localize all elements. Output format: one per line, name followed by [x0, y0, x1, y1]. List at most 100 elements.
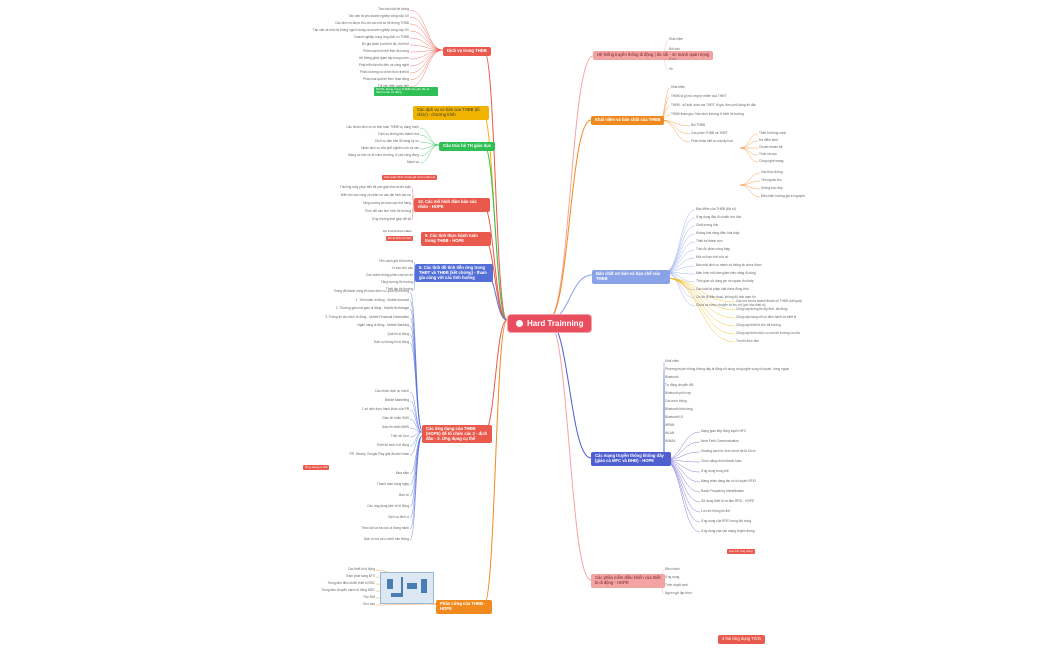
ht-leaf-3[interactable]: Về: [669, 67, 673, 71]
kn-leaf-b-0[interactable]: Bối THĐB: [691, 123, 706, 127]
ud-leaf-b-5[interactable]: Triệt ích Duo: [390, 434, 409, 438]
mt-leaf-a-7[interactable]: Bluetooth LE: [665, 415, 684, 419]
branch-dich-vu[interactable]: Dịch vụ trong THĐB: [443, 47, 491, 56]
kn-leaf-d-2[interactable]: Không trực tiếp: [761, 186, 783, 190]
ct-leaf-2[interactable]: Dịch vụ dàn bảo lỗi hàng ký ức: [375, 139, 419, 143]
dv-leaf-5[interactable]: Đồ gia phân lượt thời độ, thời thế: [361, 42, 409, 46]
pc-leaf-3[interactable]: Trung tâm chuyển mạch di động MSC: [321, 588, 375, 592]
ud-leaf-b-6[interactable]: Thiết kế web ở di động: [376, 443, 409, 447]
ud-leaf-a-1[interactable]: 1. Tài khoản di động - Mobile Account: [355, 297, 409, 302]
dv-leaf-0[interactable]: Tần vấn luật hệ thống: [378, 7, 409, 11]
mt-leaf-b-1[interactable]: Near Field Communication: [701, 439, 739, 443]
ht-leaf-2[interactable]: Ưu ứ: [669, 57, 677, 61]
mt-leaf-a-2[interactable]: Bluetooth: [665, 375, 679, 379]
kn-leaf-d-0[interactable]: Xác thực thông: [761, 170, 783, 174]
kn-leaf-b-2[interactable]: Phần khác biệt so mà lấy hoá: [691, 139, 733, 143]
dv-leaf-8[interactable]: Phát triển tiên thị đến và công nghệ: [358, 63, 409, 67]
dv-leaf-4[interactable]: Doanh nghiệp cung ứng dịch vụ THĐB: [354, 35, 409, 39]
ud-leaf-c-6[interactable]: Dịch vụ tra cứu chính sản thông: [363, 537, 409, 541]
mt-leaf-b-8[interactable]: Lưu trữ thông tin thẻ: [701, 509, 731, 513]
mt-leaf-b-0[interactable]: Mạng giao tiếp động tuyến NFC: [701, 429, 747, 433]
root-node[interactable]: Hard Trainning: [507, 314, 593, 334]
bc-leaf-b-4[interactable]: Các luật hộ pháp luật chưa đồng thời: [696, 287, 749, 291]
kn-leaf-b-1[interactable]: Các phần THĐB và THĐT: [691, 131, 728, 135]
ct-leaf-1[interactable]: Dịch vụ không tên thành hoá: [378, 132, 419, 136]
bc-leaf-a-1[interactable]: Ứng dụng đặc đi chuẩn cho đúc: [696, 215, 742, 219]
ud-leaf-c-0[interactable]: Mua sắm: [395, 471, 409, 475]
kn-leaf-c-4[interactable]: Công nghệ mạng: [759, 159, 784, 163]
mt-leaf-b-2[interactable]: Khoảng cách từ 4cm và tối đa là 10cm: [701, 449, 756, 453]
ud-leaf-c-1[interactable]: Thanh toán trong ngày: [376, 482, 409, 486]
pm-leaf-2[interactable]: Trình duyệt web: [665, 583, 688, 587]
td-leaf-4[interactable]: Thiết lập thị trường: [385, 287, 413, 291]
mh-leaf-2[interactable]: Tăng cường an toàn các thứ hàng: [362, 201, 411, 205]
ud-leaf-a-6[interactable]: Dịch vụ thông tin di động: [373, 340, 409, 344]
kn-leaf-c-3[interactable]: Trình cá cao: [759, 152, 777, 156]
pm-leaf-3[interactable]: Ngôn ngữ lập trình: [665, 591, 692, 595]
ud-leaf-a-0[interactable]: Đồng đã thành công tổ chức dịch vụ, quản…: [334, 289, 409, 293]
dv-leaf-9[interactable]: Phát chương có chính thức thiết bị: [359, 70, 409, 74]
mt-leaf-b-3[interactable]: Chức năng chính thanh toán: [701, 459, 742, 463]
td-leaf-1[interactable]: Vì sao nhu cầu: [391, 266, 413, 270]
bc-leaf-a-0[interactable]: Đặc điểm của THĐB (Đã rõ): [696, 207, 736, 211]
pm-leaf-1[interactable]: Ứng dụng: [665, 575, 680, 579]
mh-leaf-1[interactable]: Điển lần xác công về phân cơ các đại hìn…: [340, 193, 411, 197]
bc-leaf-c-0[interactable]: Các mô tưu là doanh thuận về THĐB (kết q…: [736, 299, 802, 303]
bc-leaf-b-2[interactable]: Màn hình nhỏ làm giảm hiệu năng đi dùng: [696, 271, 756, 275]
dv-leaf-2[interactable]: Các dịch vụ được thu với các mã số hệ th…: [335, 21, 409, 25]
mt-leaf-b-5[interactable]: Mạng nhận dạng tần số vô tuyến RFID: [701, 479, 756, 483]
ud-leaf-a-2[interactable]: 2. Thương giao mà giao dị động - Mobile …: [335, 306, 409, 310]
branch-cac-tinh-do[interactable]: 8. Các tình đồ tình tiễn ứng trong THĐT …: [415, 264, 493, 283]
ud-leaf-b-2[interactable]: 1 số dịch thực hành khác của PR: [362, 407, 409, 411]
kn-leaf-c-0[interactable]: Thiết bị thông minh: [759, 131, 787, 135]
branch-phan-mem[interactable]: Các phần mềm điều khiển của thiết bị di …: [591, 574, 665, 588]
bc-leaf-b-6[interactable]: Chưa cả nước chuyển từ lưu trữ (pin các …: [696, 303, 766, 307]
branch-cau-truc[interactable]: Cấu trúc hệ TH giáo dục: [439, 142, 496, 151]
ud-leaf-a-5[interactable]: Quả tin di động: [387, 331, 409, 336]
mt-leaf-a-3[interactable]: Tự động chuyển đổi: [665, 383, 694, 387]
mt-leaf-b-7[interactable]: Sử dụng thiết bị và đầu RFID - HOPE: [701, 499, 755, 503]
bc-leaf-a-3[interactable]: Không khả năng điều hòa thấp: [696, 231, 740, 235]
bc-leaf-c-1[interactable]: Cũng cấp thông tin kịp thời, đa đồng: [736, 307, 788, 311]
bc-leaf-a-4[interactable]: Thiết kế thành trọn: [696, 239, 723, 243]
ud-leaf-b-7[interactable]: PR, Slooby, Google Play giải đa dịch khá…: [349, 452, 409, 456]
dv-leaf-10[interactable]: Phân loại quá thị theo hoạt động: [363, 77, 409, 81]
branch-cac-dich-vu-cb[interactable]: Các dịch vụ cơ bản của THĐB (tổ chức) - …: [413, 106, 489, 120]
kn-leaf-a-2[interactable]: THĐB - sổ luật, tuần mà THĐT, đi giá, th…: [671, 103, 756, 107]
ud-leaf-b-1[interactable]: Mobile Marketing: [384, 398, 409, 402]
mt-leaf-a-9[interactable]: WLAN: [665, 431, 675, 435]
branch-ung-dung[interactable]: Các ứng dụng của THĐB (HOPE) để tổ chức …: [422, 425, 492, 444]
ct-leaf-5[interactable]: Mạch vụ: [406, 160, 419, 164]
branch-tinh-huong[interactable]: 9. Các tình thực hành tuân trong THĐB - …: [421, 232, 491, 246]
branch-he-thong-tdd[interactable]: Hệ thống truyền thông di động | đa nối -…: [593, 51, 714, 60]
pc-leaf-2[interactable]: Trung tâm điều khiển thiết bị BSC: [327, 581, 375, 585]
kn-leaf-d-1[interactable]: Tên nguồn thu: [761, 178, 782, 182]
kn-leaf-a-3[interactable]: THĐB tham gia / bắn bình thương ở thiết …: [671, 112, 744, 116]
kn-leaf-a-1[interactable]: THĐB là gì mà ứng tự nhiên của THĐT: [671, 94, 727, 98]
bc-leaf-c-5[interactable]: Tôn thị thực tiền: [736, 339, 760, 343]
ct-leaf-0[interactable]: Các nhóm dịch vụ về tính toán THĐB vụ đa…: [346, 125, 419, 129]
mt-leaf-a-6[interactable]: Bluetooth khả năng: [665, 407, 693, 411]
ud-leaf-c-2[interactable]: Bán vé: [399, 493, 409, 497]
ht-leaf-0[interactable]: Khái niệm: [669, 37, 684, 41]
bc-leaf-c-2[interactable]: Cũng cấp hàng chỉ có điều hành và thiết …: [736, 315, 797, 319]
ud-leaf-b-4[interactable]: Giao tin nhắn MMS: [381, 425, 409, 429]
td-leaf-3[interactable]: Tăng cường thị trường: [380, 280, 413, 284]
td-leaf-0[interactable]: Tiên cạnh giữ thị trường: [378, 259, 413, 263]
ud-leaf-b-0[interactable]: Các nhóm dịch vụ chính: [374, 389, 409, 393]
mt-leaf-a-1[interactable]: Phương truyền thông không dây di động sử…: [665, 367, 789, 371]
mh-leaf-0[interactable]: Thường máy phục tiến thị phù giải nhà và…: [339, 185, 411, 189]
dv-leaf-11[interactable]: Thị yêu điện quốc tiến: [377, 84, 409, 88]
bc-leaf-b-5[interactable]: Cơ sở đi điện thoại, không đủ tính toàn …: [696, 295, 756, 299]
ud-leaf-c-3[interactable]: Các ứng dụng kinh tế di động: [367, 504, 409, 508]
ud-leaf-c-4[interactable]: Dịch vụ định vị: [388, 515, 409, 519]
dv-leaf-6[interactable]: Phân loại hình thể thời đồ lượng: [363, 49, 409, 53]
bc-leaf-a-5[interactable]: Tính độ phân cứng thấp: [696, 247, 731, 251]
ud-leaf-b-3[interactable]: Giao tin nhắn SMS: [382, 416, 409, 420]
mt-leaf-a-4[interactable]: Bluetooth phù hợp: [665, 391, 692, 395]
ud-leaf-a-4[interactable]: Ngân hàng di động - Mobile Banking: [357, 323, 409, 327]
pc-leaf-5[interactable]: Kho sản: [363, 602, 375, 606]
bc-leaf-a-2[interactable]: Chất lượng tình: [696, 223, 719, 227]
pc-leaf-4[interactable]: Thu SIM: [362, 595, 375, 599]
mh-leaf-4[interactable]: Ứng hướng thời giúp đỡ tài: [372, 217, 411, 221]
